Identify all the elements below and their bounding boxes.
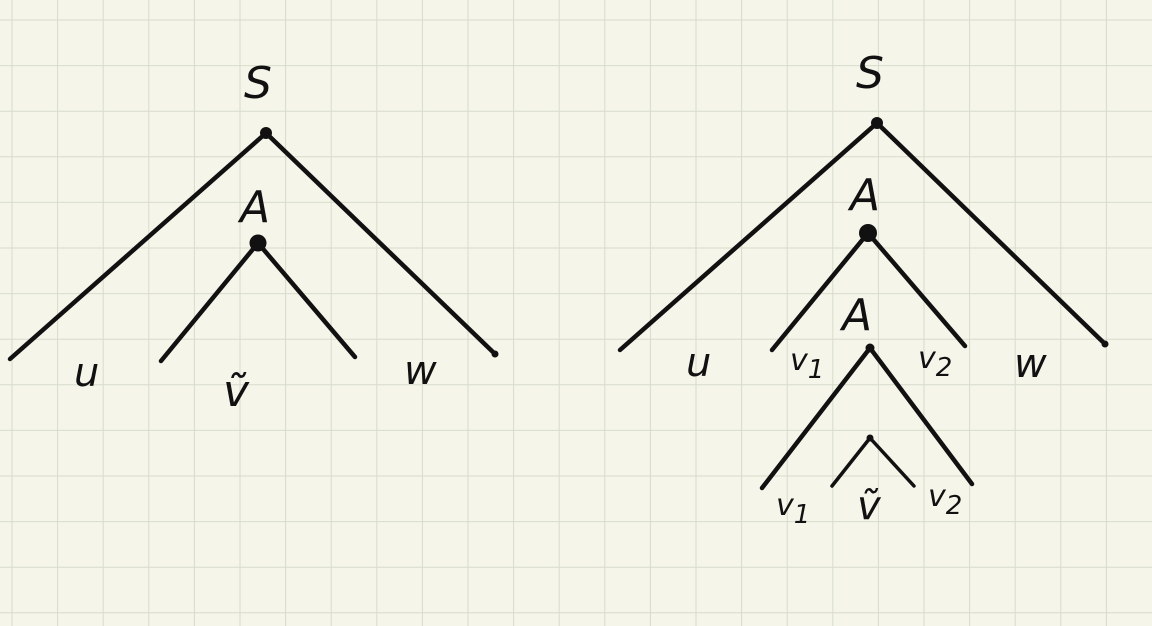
right-leaf-u: u xyxy=(686,340,711,386)
right-leaf-v2-upper-base: v xyxy=(918,341,937,376)
right-leaf-v2-lower-base: v xyxy=(928,479,947,514)
right-tree: S A A u v1 v2 w v1 ṽ v2 xyxy=(617,48,1109,530)
right-leaf-v2-lower-sub: 2 xyxy=(946,491,963,521)
left-edge-end-dot xyxy=(491,350,499,358)
left-leaf-v-tilde: ṽ xyxy=(223,366,250,417)
right-leaf-w: w xyxy=(1014,341,1047,387)
left-root-edge-right xyxy=(263,130,498,357)
right-leaf-v1-lower-sub: 1 xyxy=(794,500,811,530)
left-root-label-s: S xyxy=(244,58,272,109)
right-root-edge-right xyxy=(874,120,1108,347)
right-upper-edge-right xyxy=(865,230,968,349)
right-small-edge-left xyxy=(830,436,872,488)
right-leaf-v1-upper: v1 xyxy=(790,343,824,385)
left-tree: S A u ṽ w xyxy=(7,58,499,417)
right-leaf-v-tilde: ṽ xyxy=(857,483,882,529)
right-leaf-v1-upper-sub: 1 xyxy=(808,355,825,385)
left-leaf-w: w xyxy=(404,348,437,394)
right-leaf-v1-lower: v1 xyxy=(776,488,810,530)
right-leaf-v2-lower: v2 xyxy=(928,479,962,521)
right-small-edge-right xyxy=(868,436,916,488)
right-leaf-v1-lower-base: v xyxy=(776,488,795,523)
right-upper-edge-left xyxy=(769,230,871,353)
left-leaf-u: u xyxy=(74,350,99,396)
right-leaf-v2-upper-sub: 2 xyxy=(936,353,953,383)
right-inner-label-a-lower: A xyxy=(839,290,872,341)
left-inner-label-a: A xyxy=(237,182,270,233)
right-leaf-v2-upper: v2 xyxy=(918,341,952,383)
right-lower-edge-right xyxy=(867,345,975,487)
right-leaf-v1-upper-base: v xyxy=(790,343,809,378)
right-inner-label-a-upper: A xyxy=(847,170,880,221)
right-root-label-s: S xyxy=(856,48,884,99)
right-lower-edge-left xyxy=(759,345,873,491)
left-inner-edge-left xyxy=(158,240,261,364)
left-root-edge-left xyxy=(7,130,269,362)
right-root-edge-left xyxy=(617,120,880,353)
right-edge-end-dot xyxy=(1101,340,1109,348)
left-inner-edge-right xyxy=(255,240,358,360)
